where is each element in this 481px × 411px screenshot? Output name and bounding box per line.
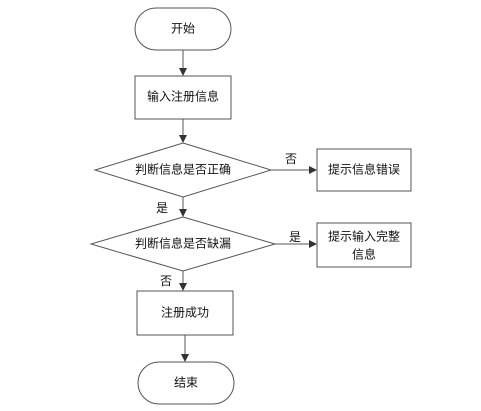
register-success-label: 注册成功 (161, 305, 209, 320)
correct-yes-label: 是 (156, 201, 168, 215)
end-label: 结束 (174, 376, 198, 390)
missing-yes-label: 是 (289, 230, 301, 244)
missing-no-label: 否 (160, 274, 172, 288)
check-correct-decision: 判断信息是否正确 (93, 142, 273, 198)
prompt-complete-label-line2: 信息 (352, 247, 376, 262)
check-correct-label: 判断信息是否正确 (135, 162, 231, 177)
correct-no-label: 否 (285, 152, 297, 166)
prompt-error-label: 提示信息错误 (328, 162, 400, 177)
check-missing-label: 判断信息是否缺漏 (135, 236, 231, 251)
start-label: 开始 (171, 22, 195, 36)
register-success-node: 注册成功 (136, 290, 234, 336)
check-missing-decision: 判断信息是否缺漏 (89, 216, 277, 272)
prompt-complete-label-line1: 提示输入完整 (328, 229, 400, 244)
start-node: 开始 (134, 7, 232, 51)
prompt-complete-node: 提示输入完整 信息 (316, 222, 412, 268)
input-info-label: 输入注册信息 (147, 89, 219, 104)
end-node: 结束 (137, 361, 235, 405)
input-info-node: 输入注册信息 (134, 75, 232, 120)
prompt-error-node: 提示信息错误 (316, 148, 412, 192)
